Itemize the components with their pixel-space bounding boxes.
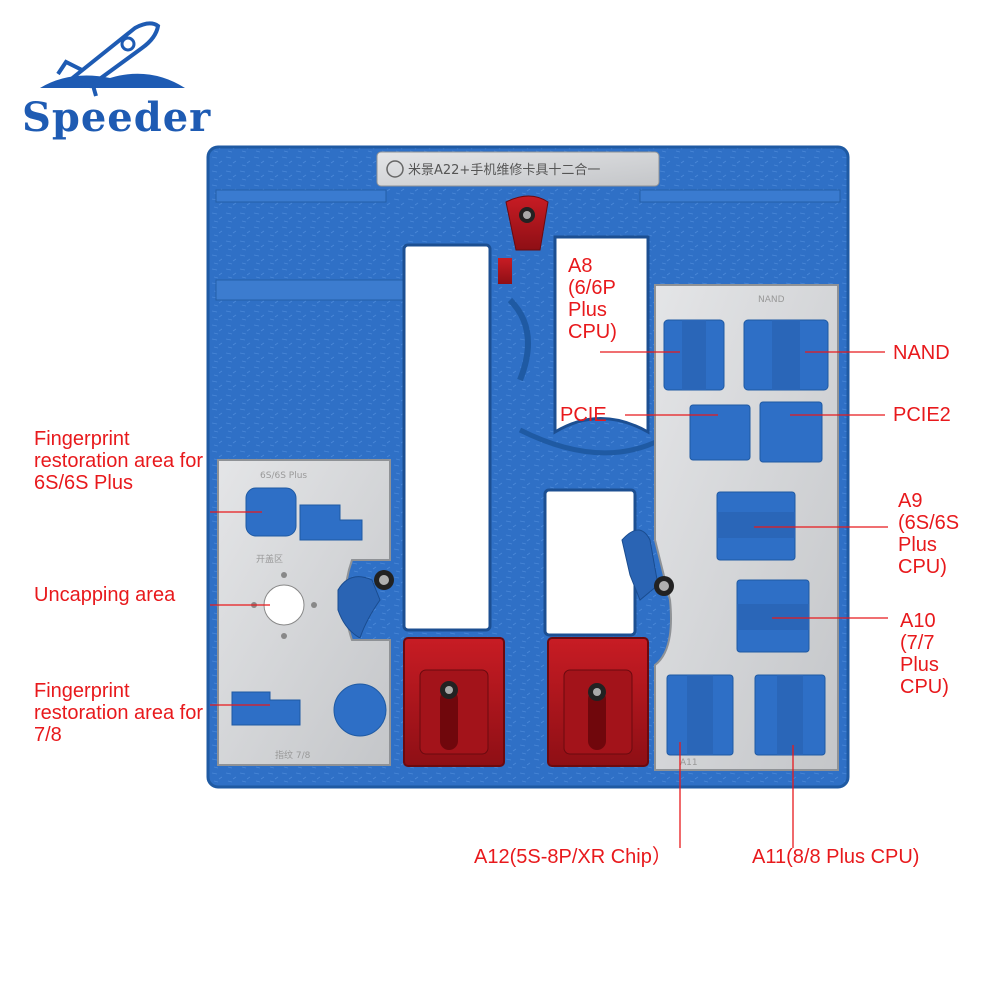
nameplate-text: 米景A22+手机维修卡具十二合一 (408, 163, 600, 178)
top-clamp (498, 195, 549, 284)
label-a12: A12(5S-8P/XR Chip） (474, 846, 672, 868)
label-fingerprint-78: Fingerprint restoration area for 7/8 (34, 680, 203, 746)
bottom-left-clamp (403, 637, 505, 767)
label-uncapping: Uncapping area (34, 584, 176, 606)
label-a11: A11(8/8 Plus CPU) (752, 846, 920, 868)
label-a10: A10 (7/7 Plus CPU) (900, 610, 949, 698)
left-steel-plate: 6S/6S Plus 开盖区 指纹 7/8 (217, 459, 391, 766)
bottom-right-clamp (547, 637, 649, 767)
plate-mark-a11: A11 (680, 758, 698, 768)
label-nand: NAND (893, 342, 950, 364)
leader-lines (210, 351, 888, 848)
rocket-logo-icon (40, 21, 185, 97)
label-a9: A9 (6S/6S Plus CPU) (898, 490, 960, 578)
label-fingerprint-6s: Fingerprint restoration area for 6S/6S P… (34, 428, 203, 494)
left-latch (337, 570, 394, 639)
label-pcie2: PCIE2 (893, 404, 951, 426)
plate-mark-uncap: 开盖区 (256, 553, 283, 565)
brand-name: Speeder (22, 94, 212, 141)
label-a8: A8 (6/6P Plus CPU) (568, 255, 617, 343)
plate-mark-nand: NAND (758, 295, 785, 305)
label-pcie: PCIE (560, 404, 607, 426)
plate-mark-78: 指纹 7/8 (275, 749, 311, 761)
plate-mark-6s: 6S/6S Plus (260, 471, 307, 481)
right-latch (621, 529, 674, 601)
right-steel-plate: NAND A11 (654, 284, 839, 771)
